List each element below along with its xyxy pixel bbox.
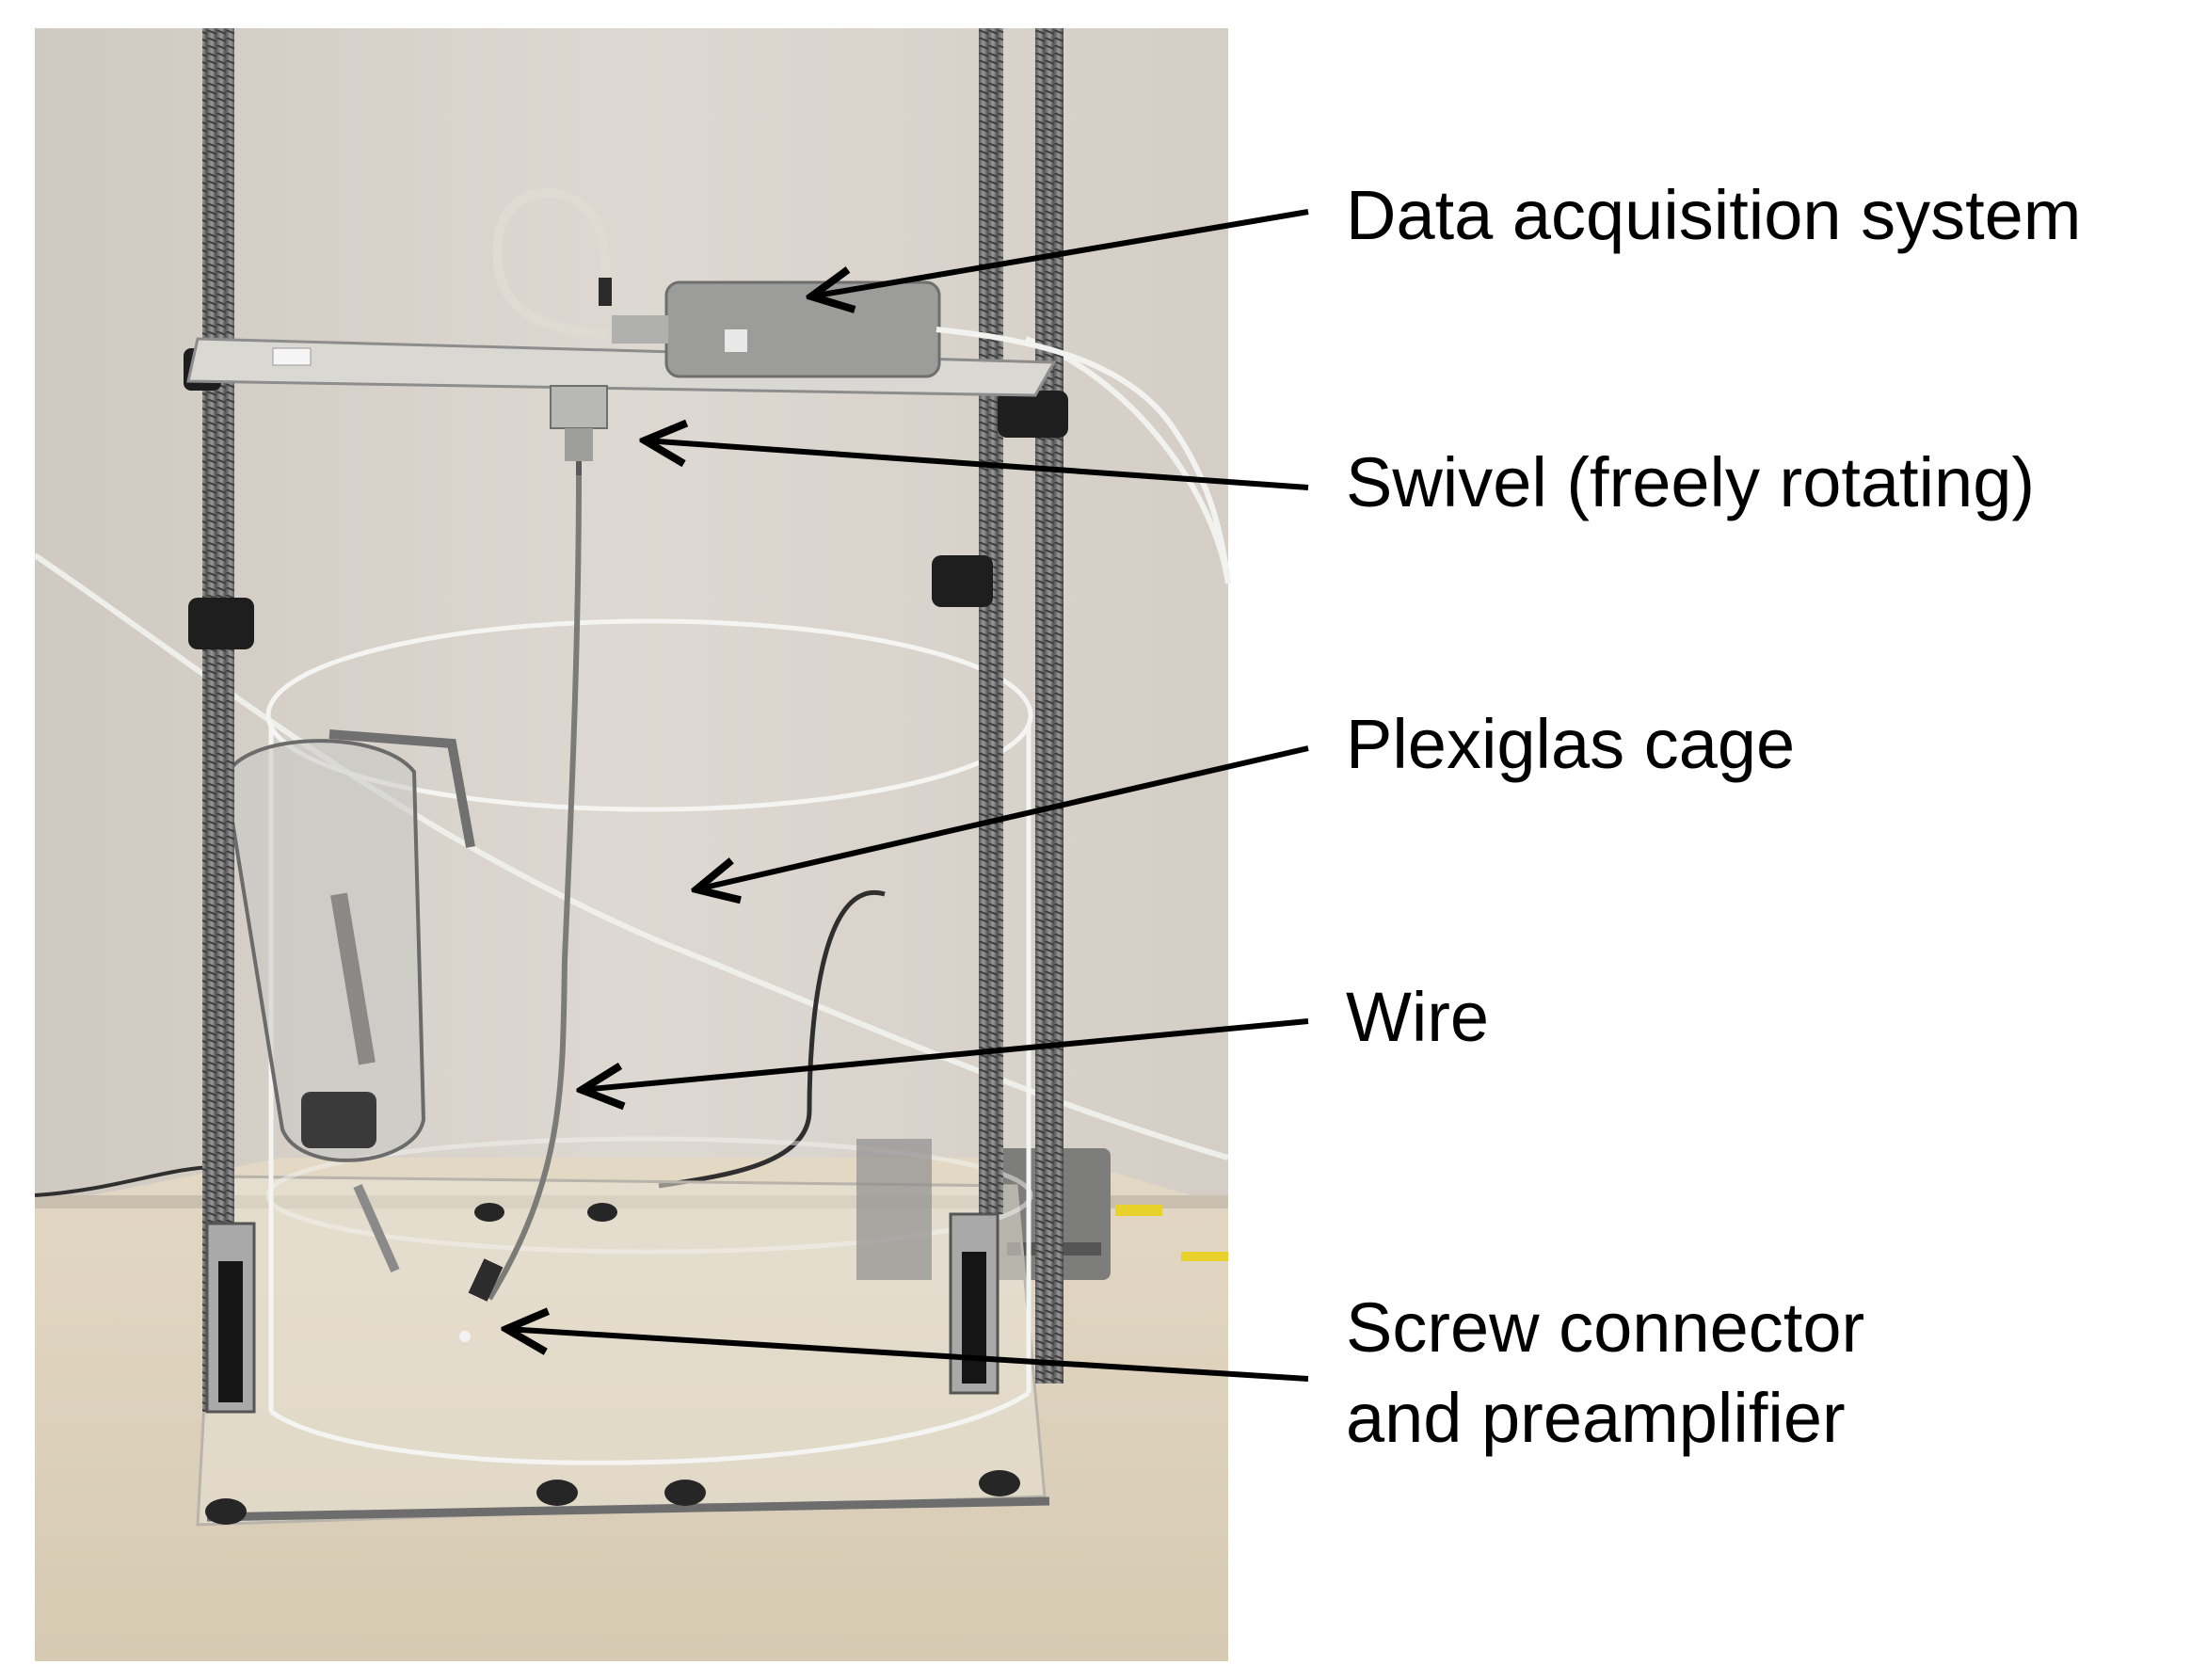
top-cable-loop: [492, 188, 612, 339]
label-screw-connector-line1: Screw connector: [1346, 1288, 1865, 1367]
tether-wire: [487, 474, 582, 1301]
label-data-acquisition-system: Data acquisition system: [1346, 176, 2082, 254]
arrow-swivel: [645, 440, 1309, 490]
arrow-plexiglas-cage: [696, 745, 1309, 889]
rod-clamps: [205, 1139, 1000, 1414]
wall-cable: [33, 552, 1229, 1160]
data-acquisition-device: [612, 280, 941, 378]
label-wire: Wire: [1346, 978, 1490, 1056]
dark-cable: [658, 889, 886, 1189]
photo: [33, 28, 1231, 1661]
plexiglas-cage: [265, 618, 1033, 1465]
annotation-arrows: [506, 209, 1309, 1382]
base-feet: [205, 1203, 1020, 1525]
label-plexiglas-cage: Plexiglas cage: [1346, 705, 1796, 783]
swivel: [550, 385, 608, 480]
usb-cable: [936, 327, 1231, 584]
arrow-data-acquisition: [811, 209, 1309, 296]
arrow-screw-connector: [506, 1329, 1309, 1382]
wall-cable-2: [1024, 336, 1231, 584]
label-swivel: Swivel (freely rotating): [1346, 443, 2036, 521]
water-bottle: [223, 729, 475, 1273]
arrow-wire: [582, 1018, 1309, 1090]
label-screw-connector-line2: and preamplifier: [1346, 1379, 1846, 1457]
screw-connector-part: [468, 1258, 504, 1302]
